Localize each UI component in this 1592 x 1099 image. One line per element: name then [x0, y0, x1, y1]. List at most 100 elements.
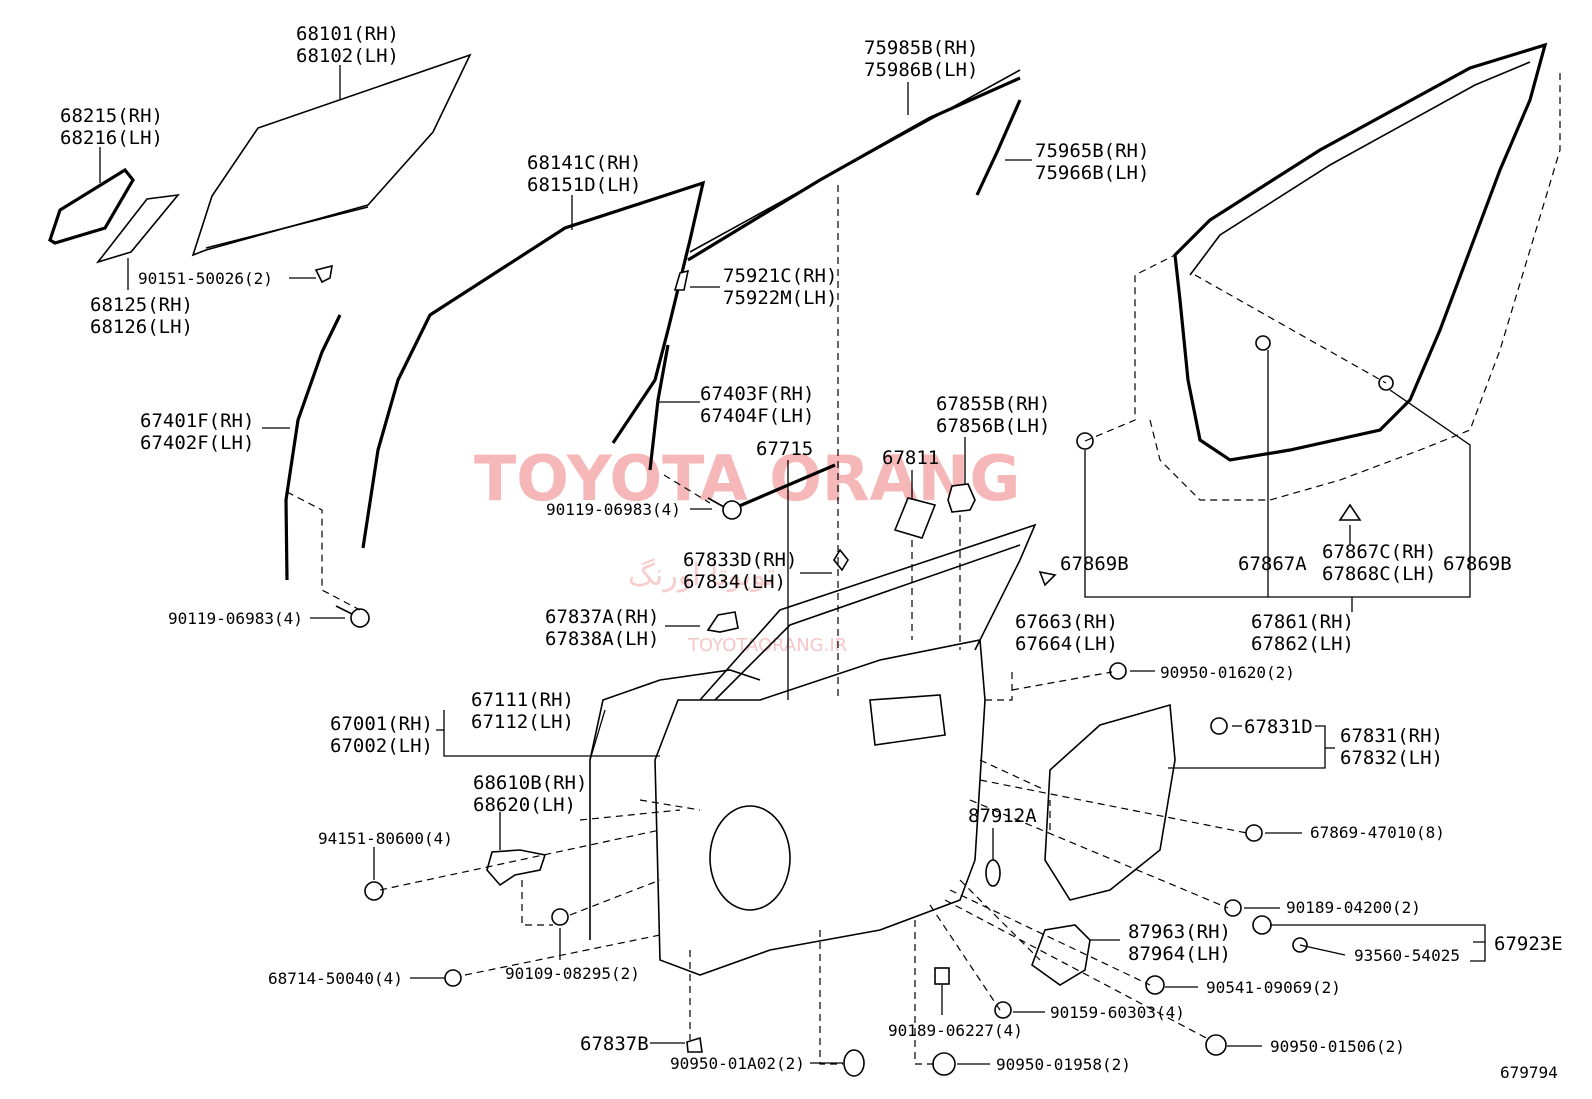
leader-lines: [99, 65, 1486, 1065]
assembly-dashed-lines: [286, 185, 1387, 1065]
label-90189-06227: 90189-06227(4): [888, 1021, 1023, 1040]
label-67867a: 67867A: [1238, 553, 1307, 575]
label-68125: 68125(RH): [90, 294, 193, 316]
label-67002: 67002(LH): [330, 735, 433, 757]
label-90950-01958: 90950-01958(2): [996, 1055, 1131, 1074]
label-90541-09069: 90541-09069(2): [1206, 978, 1341, 997]
rear-lower-frame: [648, 344, 670, 471]
plug-icon: [1109, 662, 1127, 680]
label-67831d: 67831D: [1244, 716, 1313, 738]
label-75922m: 75922M(LH): [723, 287, 837, 309]
label-75966b: 75966B(LH): [1035, 162, 1149, 184]
label-67862: 67862(LH): [1251, 633, 1354, 655]
bolt-icon: [335, 605, 370, 628]
label-67838a: 67838A(LH): [545, 628, 659, 650]
label-67715: 67715: [756, 438, 813, 460]
clip-icon: [706, 611, 739, 633]
door-weatherstrip: [1173, 42, 1548, 462]
quarter-window-glass: [95, 193, 180, 264]
clip-icon: [1245, 824, 1263, 842]
label-67402f: 67402F(LH): [140, 432, 254, 454]
door-outer-panel: [589, 669, 761, 940]
label-67869b-right: 67869B: [1443, 553, 1512, 575]
corner-piece: [947, 483, 976, 513]
service-hole-pad: [893, 497, 937, 539]
label-68126: 68126(LH): [90, 316, 193, 338]
label-67403f: 67403F(RH): [700, 383, 814, 405]
label-67831: 67831(RH): [1340, 725, 1443, 747]
label-68101: 68101(RH): [296, 23, 399, 45]
label-90950-01a02: 90950-01A02(2): [670, 1054, 805, 1073]
plug-icon: [843, 1049, 865, 1077]
plug-icon: [1205, 1034, 1227, 1056]
door-stopper-seal: [1038, 570, 1057, 587]
watermark-persian-text: تویوتا اورنگ: [628, 558, 775, 593]
label-67834: 67834(LH): [683, 571, 786, 593]
label-90119-06983-upper: 90119-06983(4): [546, 500, 681, 519]
label-67856b: 67856B(LH): [936, 415, 1050, 437]
screw-icon: [314, 264, 333, 284]
clip-icon: [1224, 899, 1242, 917]
belt-moulding: [687, 76, 1021, 262]
quarter-window-weatherstrip: [48, 167, 135, 245]
label-67855b: 67855B(RH): [936, 393, 1050, 415]
bolt-icon: [551, 908, 569, 926]
label-90950-01506: 90950-01506(2): [1270, 1037, 1405, 1056]
nut-icon: [1145, 975, 1165, 995]
label-67867c: 67867C(RH): [1322, 541, 1436, 563]
clip-icon: [833, 548, 849, 572]
label-90950-01620: 90950-01620(2): [1160, 663, 1295, 682]
bolt-icon: [994, 1001, 1012, 1019]
label-67923e: 67923E: [1494, 933, 1563, 955]
label-67664: 67664(LH): [1015, 633, 1118, 655]
label-90109-08295: 90109-08295(2): [505, 964, 640, 983]
nut-icon: [364, 881, 384, 901]
clip-icon: [1255, 335, 1271, 351]
label-75965b: 75965B(RH): [1035, 140, 1149, 162]
clip-icon: [686, 1036, 703, 1053]
diagram-id: 679794: [1500, 1063, 1558, 1082]
watermark-url-text: TOYOTAORANG.IR: [687, 635, 847, 656]
mirror-bracket: [1031, 924, 1091, 986]
glass-run-channel: [361, 180, 706, 549]
label-67663: 67663(RH): [1015, 611, 1118, 633]
clip-icon: [1338, 503, 1362, 521]
label-90159-60303: 90159-60303(4): [1050, 1003, 1185, 1022]
label-75921c: 75921C(RH): [723, 265, 837, 287]
speaker-hole: [709, 805, 791, 911]
bolt-icon: [707, 497, 742, 520]
door-hinge: [486, 849, 547, 887]
nut-icon: [1210, 717, 1228, 735]
label-68610b: 68610B(RH): [473, 772, 587, 794]
label-67112: 67112(LH): [471, 711, 574, 733]
door-inner-panel: [654, 639, 986, 976]
grommet-icon: [1252, 915, 1272, 935]
door-belt-seal: [729, 463, 836, 512]
label-75985b: 75985B(RH): [864, 37, 978, 59]
part-labels: 68101(RH) 68102(LH) 68215(RH) 68216(LH) …: [60, 23, 1563, 1082]
cap-icon: [444, 969, 462, 987]
plug-icon: [985, 859, 1001, 887]
label-67832: 67832(LH): [1340, 747, 1443, 769]
label-67401f: 67401F(RH): [140, 410, 254, 432]
front-door-glass: [191, 53, 472, 257]
label-67404f: 67404F(LH): [700, 405, 814, 427]
label-87963: 87963(RH): [1128, 921, 1231, 943]
moulding-clip: [673, 269, 690, 291]
label-68216: 68216(LH): [60, 127, 163, 149]
plug-icon: [932, 1052, 956, 1076]
label-68714-50040: 68714-50040(4): [268, 969, 403, 988]
label-94151-80600: 94151-80600(4): [318, 829, 453, 848]
pillar-garnish: [975, 99, 1022, 196]
label-68151d: 68151D(LH): [527, 174, 641, 196]
label-87912a: 87912A: [968, 805, 1037, 827]
label-68620: 68620(LH): [473, 794, 576, 816]
label-90119-06983-lower: 90119-06983(4): [168, 609, 303, 628]
label-68141c: 68141C(RH): [527, 152, 641, 174]
label-67837a: 67837A(RH): [545, 606, 659, 628]
label-90189-04200: 90189-04200(2): [1286, 898, 1421, 917]
label-90151-50026: 90151-50026(2): [138, 269, 273, 288]
service-hole-cover: [1044, 703, 1176, 901]
front-lower-frame: [284, 314, 342, 581]
